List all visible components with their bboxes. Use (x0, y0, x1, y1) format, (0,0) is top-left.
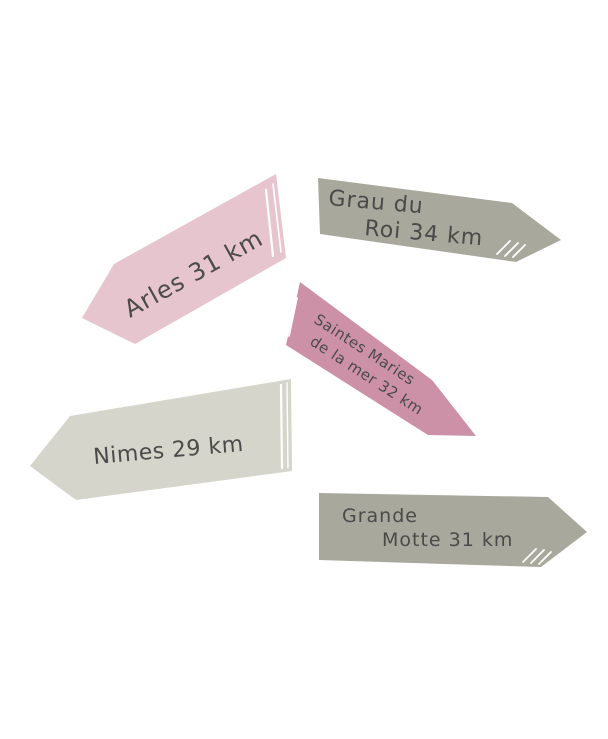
sign-saintes-maries-highlight (288, 297, 298, 337)
sign-arles-board (82, 174, 286, 344)
sign-grande-motte-stroke-3 (538, 551, 552, 565)
sign-arles: Arles 31 km (82, 174, 286, 344)
sign-nimes-highlight-2 (286, 382, 289, 469)
sign-grande-motte-stroke-2 (530, 549, 545, 564)
sign-grande-motte-stroke-1 (522, 548, 537, 563)
sign-grande-motte: Grande Motte 31 km (319, 493, 587, 567)
sign-saintes-maries: Saintes Maries de la mer 32 km (286, 282, 476, 436)
sign-grau-du-roi-stroke-1 (496, 240, 511, 255)
sign-grau-du-roi-stroke-3 (512, 244, 526, 258)
sign-grande-motte-line-2: Motte 31 km (382, 529, 513, 551)
sign-grau-du-roi-stroke-2 (504, 242, 519, 257)
sign-saintes-maries-board (286, 282, 476, 436)
sign-nimes-board (30, 379, 292, 500)
sign-grau-du-roi-board (318, 178, 561, 262)
sign-nimes-highlight (279, 383, 284, 470)
sign-grau-du-roi: Grau du Roi 34 km (318, 178, 561, 262)
sign-arles-highlight-2 (272, 183, 282, 253)
sign-arles-highlight (264, 188, 275, 258)
sign-grande-motte-line-1: Grande (342, 505, 418, 527)
sign-nimes: Nimes 29 km (30, 379, 292, 500)
sign-grande-motte-board (319, 493, 587, 567)
